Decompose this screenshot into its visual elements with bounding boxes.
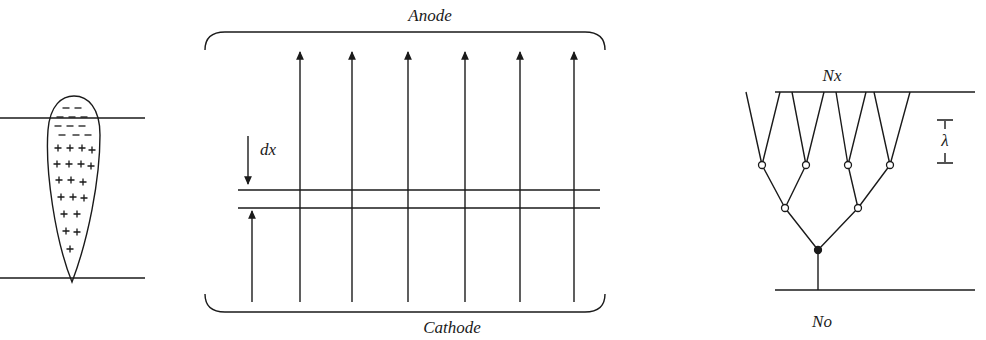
count-label: No xyxy=(810,313,834,332)
dimension-label: λ xyxy=(939,132,950,151)
count-label: Nx xyxy=(821,67,844,86)
ionization-points xyxy=(759,162,894,254)
slab-line xyxy=(238,189,600,190)
electrode-line xyxy=(775,91,975,92)
electrode-label: Anode xyxy=(406,7,453,26)
charge-signs xyxy=(54,108,96,253)
slab-line xyxy=(238,207,600,208)
avalanche-tree xyxy=(746,92,910,290)
dimension-label: dx xyxy=(258,141,278,160)
anode-bracket xyxy=(205,32,605,50)
lambda-marker xyxy=(937,120,953,163)
electrode-line xyxy=(0,117,145,118)
avalanche-drop xyxy=(47,96,100,282)
electrode-line xyxy=(0,277,145,278)
electrode-label: Cathode xyxy=(421,319,483,338)
field-arrows xyxy=(252,52,574,302)
cathode-bracket xyxy=(205,294,605,312)
dx-arrow xyxy=(247,136,248,184)
electrode-line xyxy=(775,289,975,290)
